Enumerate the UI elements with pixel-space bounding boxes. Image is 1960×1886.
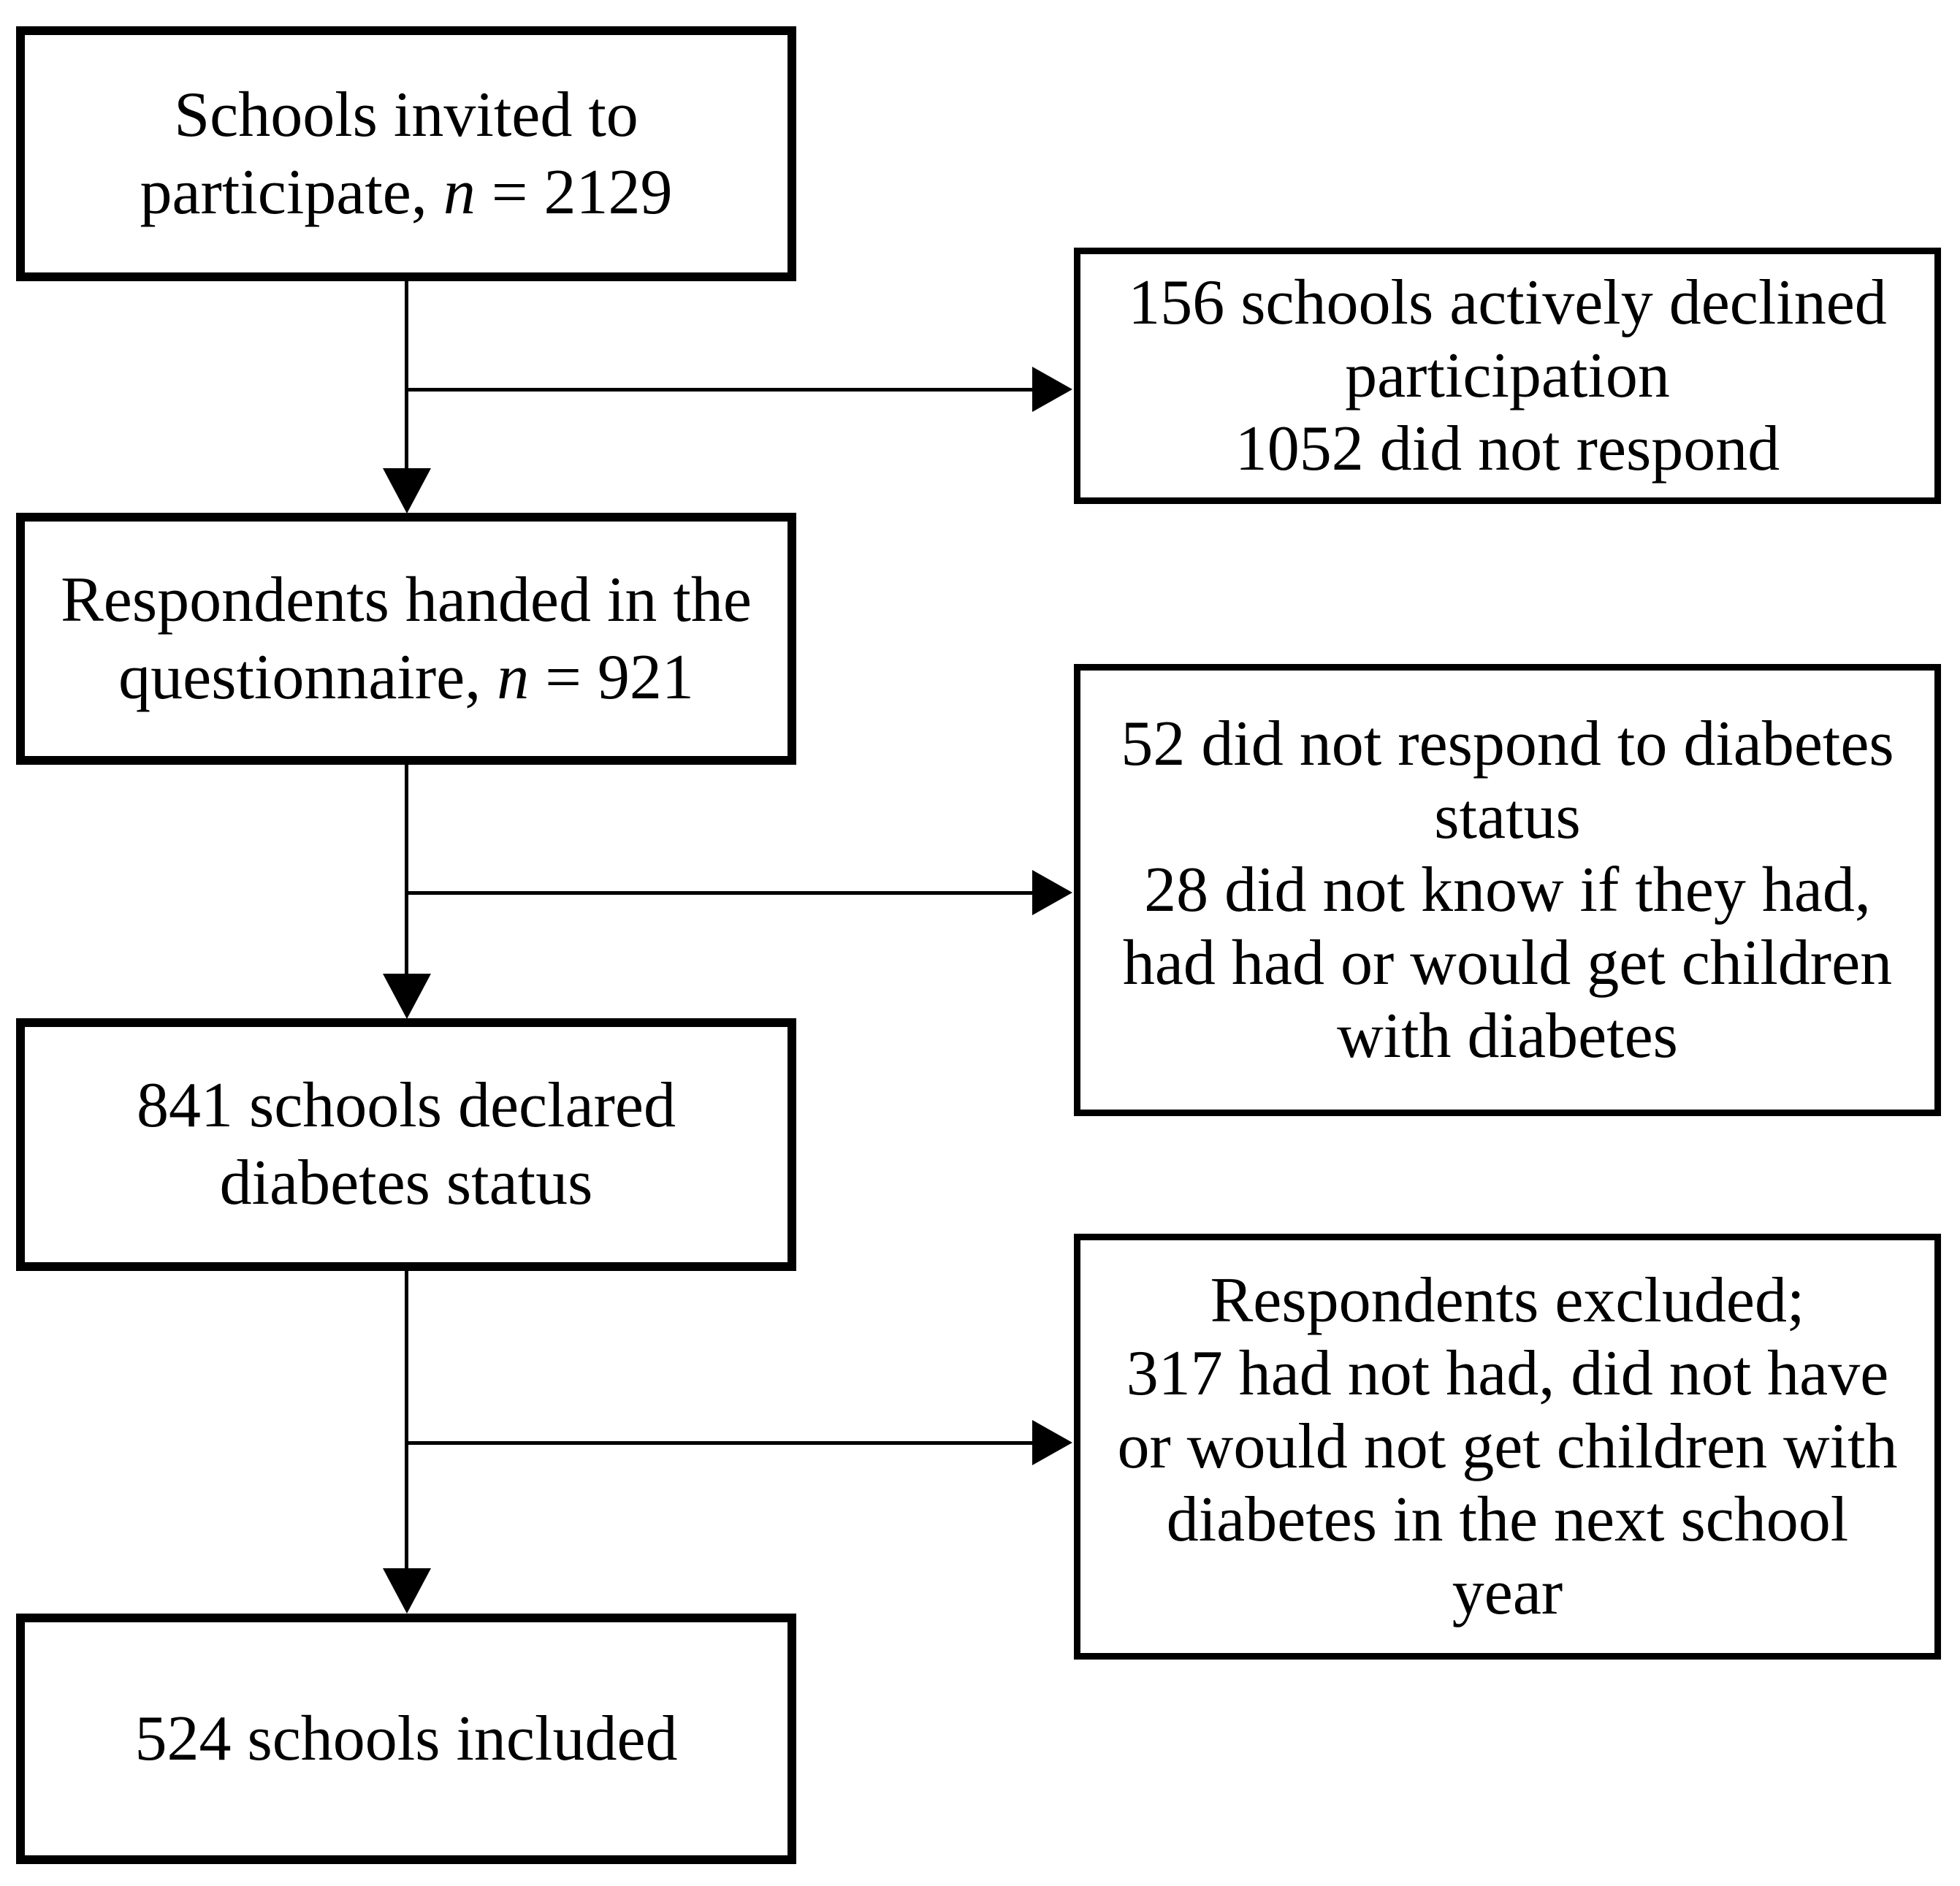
box-text-line: status bbox=[1434, 781, 1581, 852]
box-text-line: 28 did not know if they had, bbox=[1144, 854, 1871, 925]
arrowhead-right-icon bbox=[1032, 367, 1072, 412]
box-text-line: year bbox=[1452, 1557, 1563, 1628]
box-text-line: with diabetes bbox=[1337, 1000, 1678, 1072]
box-respondents-handed-in: Respondents handed in the questionnaire,… bbox=[16, 513, 796, 765]
connector-to-declined-line bbox=[407, 388, 1032, 392]
box-schools-included: 524 schools included bbox=[16, 1614, 796, 1864]
box-text-line: 524 schools included bbox=[134, 1703, 678, 1774]
box-text-line: participate, n = 2129 bbox=[140, 154, 673, 232]
connector-declared-to-included-line bbox=[405, 1271, 408, 1569]
box-text-segment: = 2129 bbox=[475, 156, 673, 228]
box-text-line: 156 schools actively declined bbox=[1128, 267, 1887, 338]
box-text-segment: questionnaire, bbox=[118, 641, 497, 713]
box-schools-invited: Schools invited to participate, n = 2129 bbox=[16, 26, 796, 281]
box-text-line: 1052 did not respond bbox=[1235, 413, 1780, 484]
box-text-line: 52 did not respond to diabetes bbox=[1121, 708, 1894, 779]
box-text-line: diabetes status bbox=[219, 1148, 593, 1218]
box-schools-declared-status: 841 schools declared diabetes status bbox=[16, 1018, 796, 1271]
n-symbol: n bbox=[497, 641, 530, 713]
box-respondents-excluded: Respondents excluded; 317 had not had, d… bbox=[1074, 1234, 1941, 1660]
box-text-segment: participate, bbox=[140, 156, 443, 228]
box-text-line: participation bbox=[1345, 340, 1670, 411]
arrowhead-down-icon bbox=[383, 974, 431, 1019]
box-text-line: or would not get children with bbox=[1117, 1410, 1898, 1482]
box-text-line: 841 schools declared bbox=[137, 1070, 676, 1141]
connector-to-no-status-line bbox=[407, 891, 1032, 895]
box-text-line: Respondents excluded; bbox=[1210, 1264, 1805, 1336]
box-text-segment: = 921 bbox=[529, 641, 694, 713]
connector-to-excluded-line bbox=[407, 1441, 1032, 1445]
connector-invited-to-handed-line bbox=[405, 281, 408, 470]
box-schools-declined: 156 schools actively declined participat… bbox=[1074, 248, 1941, 504]
connector-handed-to-declared-line bbox=[405, 765, 408, 974]
box-text-line: questionnaire, n = 921 bbox=[118, 639, 694, 717]
box-text-line: Respondents handed in the bbox=[61, 564, 752, 635]
box-text-line: had had or would get children bbox=[1122, 927, 1893, 999]
box-text-line: Schools invited to bbox=[174, 79, 638, 150]
box-no-diabetes-status: 52 did not respond to diabetes status 28… bbox=[1074, 664, 1941, 1116]
arrowhead-right-icon bbox=[1032, 870, 1072, 915]
arrowhead-down-icon bbox=[383, 468, 431, 514]
box-text-line: 317 had not had, did not have bbox=[1126, 1337, 1889, 1409]
arrowhead-right-icon bbox=[1032, 1420, 1072, 1465]
arrowhead-down-icon bbox=[383, 1568, 431, 1614]
box-text-line: diabetes in the next school bbox=[1166, 1484, 1849, 1555]
n-symbol: n bbox=[443, 156, 476, 228]
